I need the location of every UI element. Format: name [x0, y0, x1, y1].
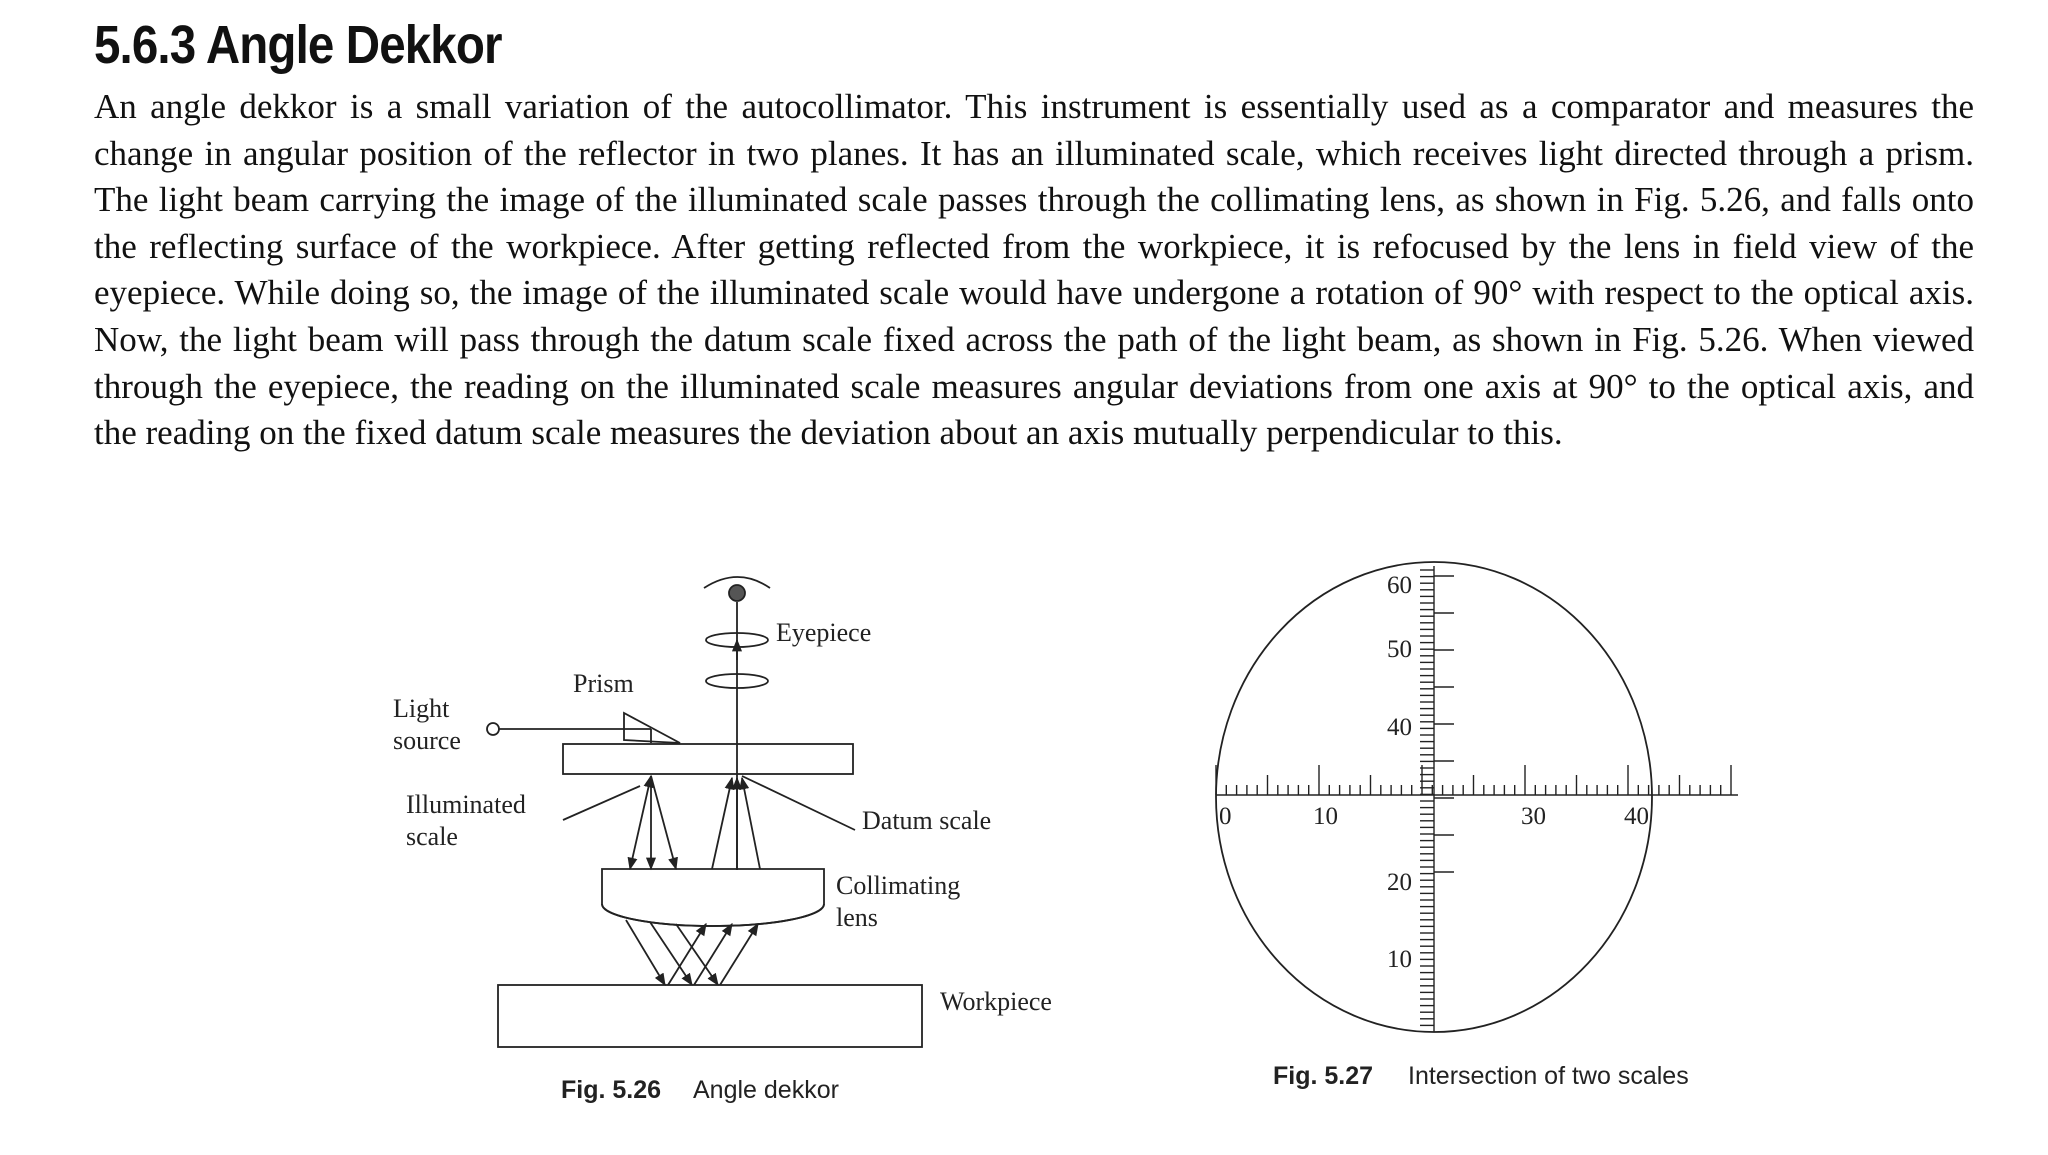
caption-526-number: Fig. 5.26: [561, 1076, 661, 1104]
datum-scale-plate: [562, 743, 854, 775]
prism-shape: [623, 711, 681, 744]
label-collimating-lens-line2: lens: [836, 903, 878, 932]
label-light-source-line1: Light: [393, 694, 450, 723]
label-illuminated-scale-line2: scale: [406, 822, 458, 851]
label-workpiece: Workpiece: [940, 987, 1052, 1016]
h-scale-label-0: 0: [1219, 803, 1232, 830]
h-scale-label-40: 40: [1624, 803, 1649, 830]
v-scale-label-10: 10: [1387, 946, 1412, 973]
vertical-datum-scale: [1420, 566, 1454, 1032]
h-scale-label-10: 10: [1313, 803, 1338, 830]
label-illuminated-scale-line1: Illuminated: [406, 790, 526, 819]
illuminated-scale-leader: [562, 785, 641, 821]
v-scale-label-50: 50: [1387, 636, 1412, 663]
horizontal-illuminated-scale: [1215, 765, 1738, 796]
eyepiece-lens-upper: [705, 632, 769, 648]
v-scale-label-40: 40: [1387, 714, 1412, 741]
label-datum-scale: Datum scale: [862, 806, 991, 835]
caption-526-text: Angle dekkor: [693, 1076, 839, 1104]
workpiece-block: [497, 984, 923, 1048]
eyepiece-lens-lower: [705, 673, 769, 689]
eye-pupil-icon: [728, 584, 746, 602]
caption-527-text: Intersection of two scales: [1408, 1062, 1689, 1090]
label-collimating-lens-line1: Collimating: [836, 871, 960, 900]
datum-scale-leader: [741, 775, 856, 831]
eye-icon: [703, 576, 771, 589]
label-prism: Prism: [573, 669, 634, 698]
v-scale-label-60: 60: [1387, 572, 1412, 599]
label-eyepiece: Eyepiece: [776, 618, 871, 647]
caption-527-number: Fig. 5.27: [1273, 1062, 1373, 1090]
h-scale-label-30: 30: [1521, 803, 1546, 830]
body-paragraph: An angle dekkor is a small variation of …: [94, 87, 1974, 453]
label-light-source-line2: source: [393, 726, 461, 755]
section-heading: 5.6.3 Angle Dekkor: [94, 15, 502, 75]
v-scale-label-20: 20: [1387, 869, 1412, 896]
